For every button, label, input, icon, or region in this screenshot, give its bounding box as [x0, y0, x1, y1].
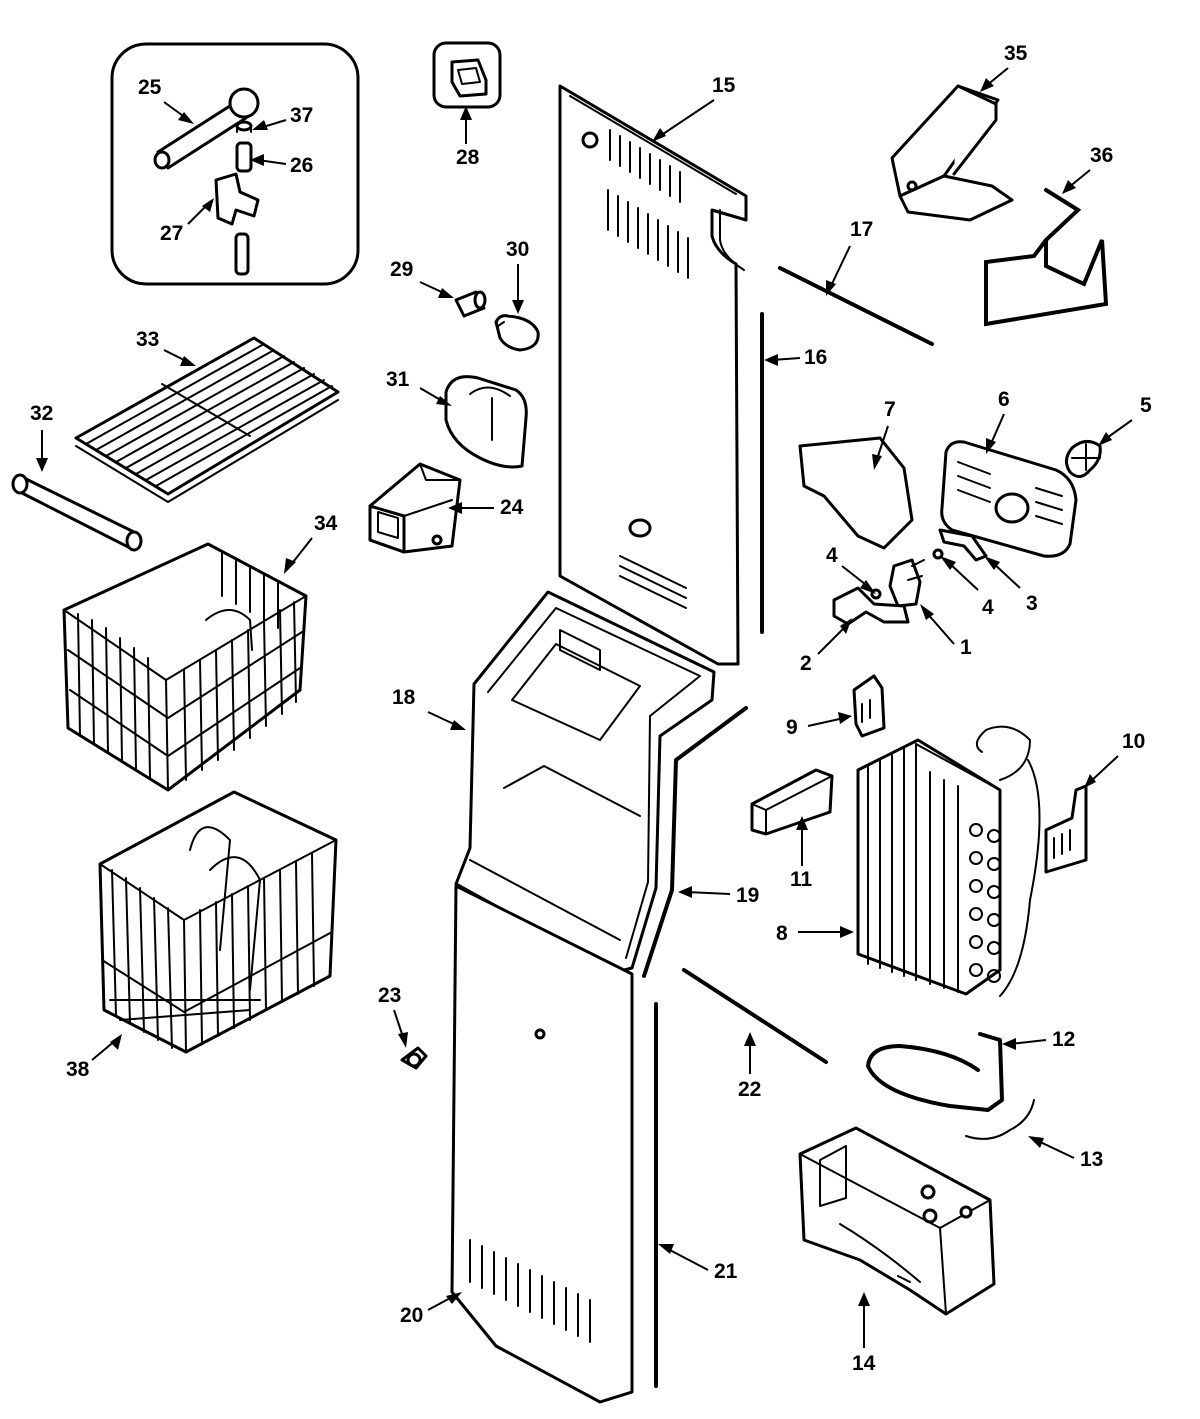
part-9-clip [852, 674, 886, 738]
callout-label: 12 [1052, 1028, 1075, 1051]
callout-label: 30 [506, 238, 529, 261]
part-37-nut [235, 120, 253, 133]
callout-label: 36 [1090, 144, 1113, 167]
part-38-basket [98, 790, 338, 1054]
inset-detail-box [110, 42, 360, 286]
callout-label: 2 [800, 652, 812, 675]
callout-label: 4 [826, 544, 838, 567]
part-7-plate [798, 436, 914, 550]
part-13-wire [965, 1099, 1035, 1140]
callout-label: 29 [390, 258, 413, 281]
part-1-motor [888, 558, 925, 608]
part-30-bulb [494, 314, 540, 352]
callout-label: 34 [314, 512, 338, 535]
part-14-drain-pan [798, 1126, 996, 1316]
callout-label: 13 [1080, 1148, 1103, 1171]
callout-label: 14 [852, 1352, 876, 1375]
callout-label: 8 [776, 922, 788, 945]
callouts: 1 2 3 4 4 5 6 7 8 9 10 10 11 [30, 42, 1152, 1375]
part-26-sleeve [235, 141, 253, 173]
part-33-wire-shelf [74, 336, 340, 503]
callout-label: 26 [290, 154, 313, 177]
part-2-bracket [832, 586, 910, 626]
part-28-box [432, 41, 502, 109]
part-6-fan-shroud [940, 440, 1078, 558]
part-10-clip [1044, 784, 1088, 874]
part-19-strip [642, 706, 748, 978]
callout-label: 27 [160, 222, 183, 245]
callout-label: 5 [1140, 394, 1152, 417]
callout-label: 28 [456, 146, 480, 169]
part-25-tube [153, 87, 260, 170]
part-5-fan-blade [1065, 440, 1102, 478]
part-32-roller [11, 473, 143, 552]
callout-label: 11 [790, 868, 813, 891]
callout-label: 22 [738, 1078, 761, 1101]
part-36-gasket [984, 188, 1109, 327]
callout-label: 24 [500, 496, 524, 519]
part-20-lower-panel [450, 884, 634, 1404]
callout-label: 9 [786, 716, 798, 739]
part-29-socket [454, 290, 487, 318]
part-22-strip [682, 968, 828, 1064]
callout-label: 38 [66, 1058, 90, 1081]
callout-label: 6 [998, 388, 1010, 411]
callout-label: 7 [884, 398, 896, 421]
callout-label: 4 [982, 596, 994, 619]
part-3-motor-bracket [938, 528, 988, 562]
callout-label: 15 [712, 74, 736, 97]
part-8-evaporator [856, 725, 1041, 997]
callout-label: 3 [1026, 592, 1038, 615]
part-31-light-cover [444, 375, 528, 469]
part-17-strip [778, 266, 934, 346]
callout-label: 10 [1122, 730, 1145, 753]
part-35-bracket [890, 84, 1014, 222]
callout-label: 31 [386, 368, 410, 391]
part-27-clip [214, 172, 260, 226]
part-26-lower-sleeve [234, 232, 250, 276]
callout-label: 1 [960, 636, 972, 659]
part-23-plug [400, 1046, 428, 1070]
part-11-block [750, 768, 834, 836]
part-15-panel [558, 84, 748, 666]
part-12-heater [866, 1032, 1004, 1112]
part-18-evap-cover [454, 590, 716, 974]
callout-label: 20 [400, 1304, 423, 1327]
callout-label: 37 [290, 104, 313, 127]
callout-label: 17 [850, 218, 873, 241]
callout-label: 25 [138, 76, 162, 99]
callout-label: 32 [30, 402, 53, 425]
callout-label: 21 [714, 1260, 738, 1283]
part-24-duct [368, 462, 462, 554]
callout-label: 23 [378, 984, 401, 1007]
callout-label: 19 [736, 884, 759, 907]
callout-label: 18 [392, 686, 416, 709]
callout-label: 33 [136, 328, 159, 351]
callout-label: 35 [1004, 42, 1028, 65]
part-34-basket [62, 542, 308, 792]
callout-label: 16 [804, 346, 827, 369]
